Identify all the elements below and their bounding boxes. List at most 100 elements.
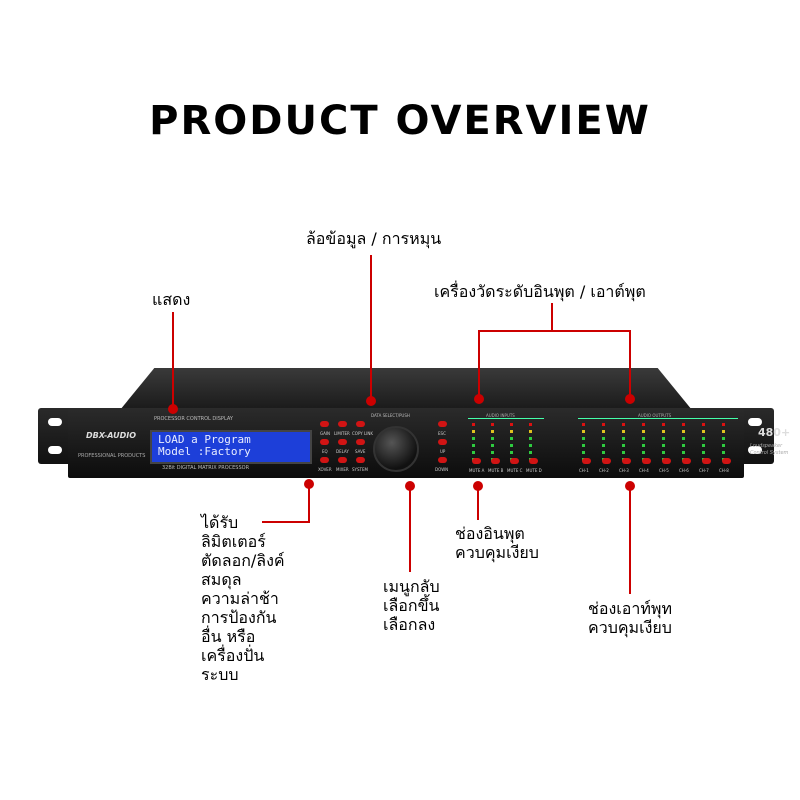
meter-led [582, 437, 585, 440]
output-mute-button-1[interactable] [582, 458, 591, 464]
output-mute-button-7[interactable] [702, 458, 711, 464]
meter-led [682, 437, 685, 440]
label-input-mute: ช่องอินพุต ควบคุมเงียบ [455, 524, 539, 562]
input-mute-button-3[interactable] [510, 458, 519, 464]
output-mute-label-6: CH-6 [679, 468, 689, 473]
model-subtitle: Loudspeaker Control System [750, 443, 789, 456]
output-mute-label-5: CH-5 [659, 468, 669, 473]
meter-led [622, 430, 625, 433]
input-mute-label-3: MUTE C [507, 468, 523, 473]
meter-led [602, 430, 605, 433]
save-label: SAVE [355, 449, 366, 454]
output-mute-button-6[interactable] [682, 458, 691, 464]
label-display: แสดง [152, 290, 191, 309]
system-button[interactable] [356, 457, 365, 463]
callout-meters-right [629, 330, 631, 398]
meter-led [702, 444, 705, 447]
panel-title: PROCESSOR CONTROL DISPLAY [154, 416, 233, 422]
meter-led [642, 430, 645, 433]
callout-output-mute-line [629, 486, 631, 594]
input-mute-label-4: MUTE D [526, 468, 542, 473]
meter-led [642, 437, 645, 440]
limiter-label: LIMITER [334, 431, 350, 436]
mixer-button[interactable] [338, 457, 347, 463]
meter-led [510, 444, 513, 447]
meter-led [602, 444, 605, 447]
callout-menu-dot [405, 481, 415, 491]
meter-led [682, 430, 685, 433]
xover-label: XOVER [318, 467, 332, 472]
lcd-display: LOAD a Program Model :Factory [150, 430, 312, 464]
device-top-cover [120, 368, 692, 410]
down-button[interactable] [438, 457, 447, 463]
meter-led [622, 444, 625, 447]
meter-led [582, 430, 585, 433]
up-button[interactable] [438, 439, 447, 445]
lcd-line-1: LOAD a Program [158, 433, 251, 446]
meter-led [529, 451, 532, 454]
meter-led [662, 451, 665, 454]
meter-led [602, 451, 605, 454]
input-mute-label-2: MUTE B [488, 468, 504, 473]
label-output-mute: ช่องเอาท์พุท ควบคุมเงียบ [588, 599, 672, 637]
meter-led [642, 423, 645, 426]
input-mute-button-2[interactable] [491, 458, 500, 464]
callout-wheel-line [370, 255, 372, 400]
eq-button[interactable] [320, 439, 329, 445]
model-number: 480+ [758, 426, 791, 439]
input-meters [468, 418, 544, 473]
meter-led [682, 451, 685, 454]
esc-button[interactable] [438, 421, 447, 427]
esc-label: ESC [438, 431, 446, 436]
label-meters: เครื่องวัดระดับอินพุต / เอาต์พุต [434, 282, 646, 301]
copy-link-label: COPY LINK [352, 431, 374, 436]
output-mute-label-4: CH-4 [639, 468, 649, 473]
rack-ear-right [738, 408, 774, 464]
callout-output-mute-dot [625, 481, 635, 491]
meter-led [472, 444, 475, 447]
output-mute-button-5[interactable] [662, 458, 671, 464]
eq-label: EQ [322, 449, 328, 454]
meter-led [642, 444, 645, 447]
meter-led [662, 444, 665, 447]
meter-led [662, 430, 665, 433]
gain-label: GAIN [320, 431, 331, 436]
meter-led [722, 451, 725, 454]
gain-button[interactable] [320, 421, 329, 427]
callout-menu-line [409, 486, 411, 572]
meter-led [702, 430, 705, 433]
output-mute-label-1: CH-1 [579, 468, 589, 473]
meter-led [491, 430, 494, 433]
save-button[interactable] [356, 439, 365, 445]
meter-led [622, 451, 625, 454]
output-mute-button-3[interactable] [622, 458, 631, 464]
callout-meters-vline [551, 303, 553, 331]
output-mute-button-2[interactable] [602, 458, 611, 464]
input-mute-button-4[interactable] [529, 458, 538, 464]
meter-led [662, 437, 665, 440]
meter-led [510, 437, 513, 440]
input-mute-button-1[interactable] [472, 458, 481, 464]
meter-led [529, 430, 532, 433]
label-data-wheel: ล้อข้อมูล / การหมุน [306, 229, 442, 248]
meter-led [662, 423, 665, 426]
meter-led [491, 444, 494, 447]
meter-led [472, 423, 475, 426]
meter-led [722, 430, 725, 433]
xover-button[interactable] [320, 457, 329, 463]
meter-led [682, 423, 685, 426]
delay-button[interactable] [338, 439, 347, 445]
meter-led [722, 437, 725, 440]
output-mute-button-4[interactable] [642, 458, 651, 464]
delay-label: DELAY [336, 449, 349, 454]
callout-functions-hline [262, 521, 310, 523]
callout-functions-vline [308, 484, 310, 522]
data-wheel-knob[interactable] [373, 426, 419, 472]
meter-led [722, 423, 725, 426]
output-mute-button-8[interactable] [722, 458, 731, 464]
copy-link-button[interactable] [356, 421, 365, 427]
mixer-label: MIXER [336, 467, 349, 472]
meter-led [622, 423, 625, 426]
limiter-button[interactable] [338, 421, 347, 427]
outputs-label: AUDIO OUTPUTS [638, 413, 672, 418]
